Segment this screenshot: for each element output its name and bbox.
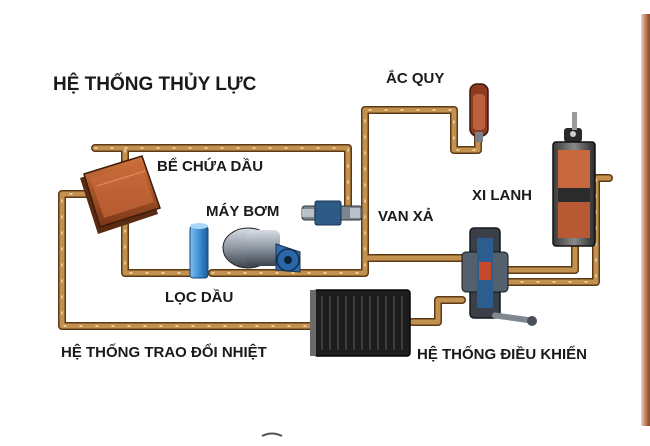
label-heat-exchanger: HỆ THỐNG TRAO ĐỔI NHIỆT — [61, 344, 267, 361]
label-accumulator: ẮC QUY — [386, 70, 445, 87]
label-pump: MÁY BƠM — [206, 203, 280, 220]
relief-valve — [301, 200, 363, 226]
diagram-title: HỆ THỐNG THỦY LỰC — [53, 74, 257, 95]
accumulator — [469, 83, 489, 142]
oil-tank — [80, 155, 161, 234]
control-valve — [461, 227, 537, 326]
heat-exchanger — [310, 289, 411, 357]
oil-filter — [189, 223, 209, 279]
label-oil-tank: BỂ CHỨA DẦU — [157, 158, 264, 175]
label-cylinder: XI LANH — [472, 187, 532, 204]
label-oil-filter: LỌC DẦU — [165, 289, 234, 306]
pump — [222, 227, 301, 273]
label-control-system: HỆ THỐNG ĐIỀU KHIỂN — [417, 346, 588, 363]
label-relief-valve: VAN XẢ — [378, 208, 434, 225]
cylinder — [552, 112, 596, 247]
right-edge-strip — [641, 14, 650, 426]
bottom-mark — [261, 432, 283, 437]
